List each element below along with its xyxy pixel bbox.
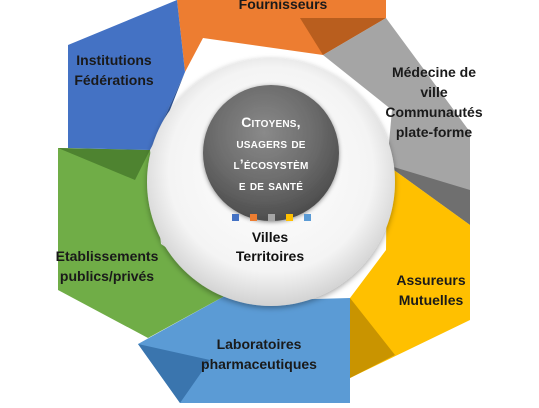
- segment-medecine-label-line: Médecine de: [392, 64, 476, 80]
- center-title-line: Citoyens,: [241, 114, 301, 130]
- color-dot: [286, 214, 293, 221]
- segment-medecine-label-line: plate-forme: [396, 124, 472, 140]
- center-title-line: l’écosystèm: [234, 156, 309, 172]
- segment-laboratoires-label: Laboratoires pharmaceutiques: [201, 336, 317, 372]
- color-dot: [250, 214, 257, 221]
- segment-laboratoires: [138, 292, 350, 403]
- color-dot: [232, 214, 239, 221]
- center-title-line: e de santé: [239, 177, 303, 193]
- segment-etablissements: [58, 148, 232, 338]
- segment-fournisseurs-label: Fournisseurs: [239, 0, 328, 12]
- segment-medecine-label-line: Communautés: [385, 104, 482, 120]
- center-title: Citoyens, usagers de l’écosystèm e de santé: [234, 114, 309, 193]
- segment-fournisseurs-label-line: Fournisseurs: [239, 0, 328, 12]
- segment-institutions-shape: [68, 0, 185, 150]
- segment-laboratoires-label-line: pharmaceutiques: [201, 356, 317, 372]
- center-subtitle-line: Villes: [252, 229, 289, 245]
- segment-fournisseurs-fold: [300, 18, 386, 55]
- segment-laboratoires-label-line: Laboratoires: [217, 336, 302, 352]
- segment-assureurs-fold: [350, 298, 395, 378]
- color-dot: [304, 214, 311, 221]
- segment-medecine-label-line: ville: [420, 84, 447, 100]
- segment-fournisseurs: [177, 0, 386, 72]
- segment-assureurs-label-line: Assureurs: [396, 272, 465, 288]
- segment-institutions-label-line: Institutions: [76, 52, 152, 68]
- segment-assureurs-shape: [350, 165, 470, 378]
- segment-institutions-label-line: Fédérations: [74, 72, 154, 88]
- segment-etablissements-label: Etablissements publics/privés: [56, 248, 159, 284]
- segment-assureurs-label-line: Mutuelles: [399, 292, 464, 308]
- segment-etablissements-shape: [58, 148, 232, 338]
- segment-etablissements-label-line: Etablissements: [56, 248, 159, 264]
- segment-laboratoires-fold: [138, 344, 210, 403]
- center-subtitle-line: Territoires: [236, 248, 304, 264]
- color-dot: [268, 214, 275, 221]
- segment-medecine-shape: [323, 18, 470, 225]
- segment-assureurs: [350, 165, 470, 378]
- center-core: [203, 85, 339, 221]
- segment-etablissements-fold: [58, 148, 150, 180]
- segment-etablissements-label-line: publics/privés: [60, 268, 154, 284]
- center-title-line: usagers de: [236, 135, 305, 151]
